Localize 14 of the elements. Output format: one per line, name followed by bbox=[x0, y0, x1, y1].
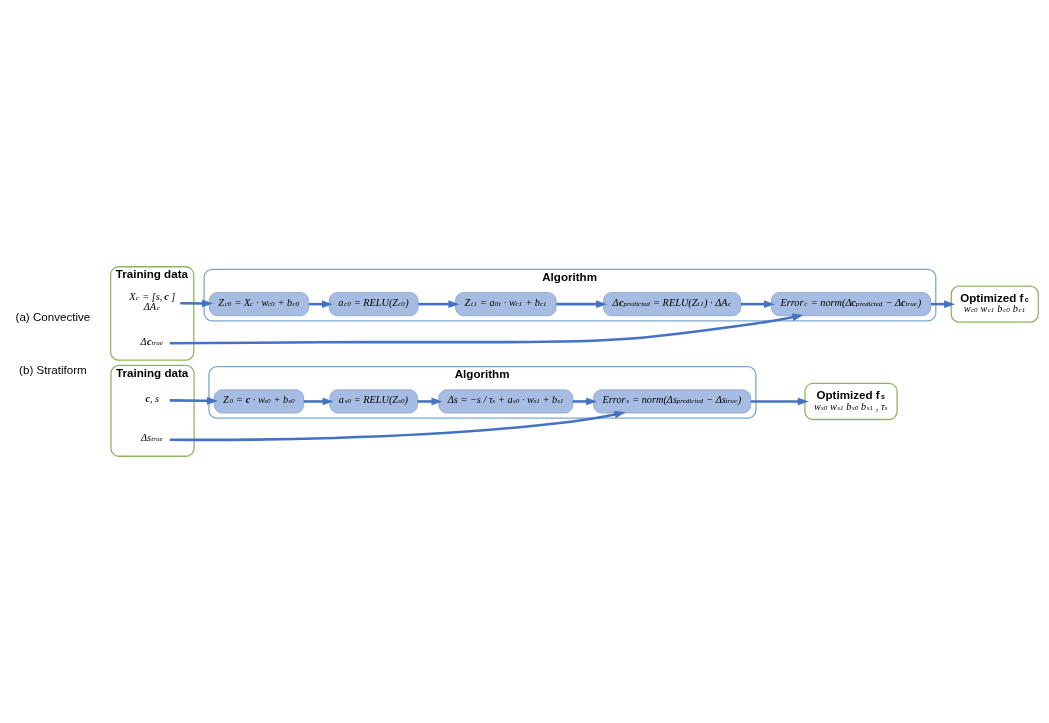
arrow bbox=[556, 300, 608, 308]
arrow bbox=[303, 397, 334, 406]
node-text: c, s bbox=[145, 392, 160, 404]
arrow bbox=[417, 397, 443, 406]
arrow bbox=[740, 300, 776, 308]
arrow bbox=[169, 397, 218, 405]
arrow bbox=[169, 410, 626, 442]
arrow bbox=[572, 397, 598, 406]
arrow bbox=[750, 397, 809, 406]
arrow bbox=[180, 299, 214, 308]
arrow bbox=[169, 313, 804, 345]
label: (b) Stratiform bbox=[19, 363, 87, 377]
arrow bbox=[418, 300, 460, 308]
label: (a) Convective bbox=[15, 309, 91, 323]
